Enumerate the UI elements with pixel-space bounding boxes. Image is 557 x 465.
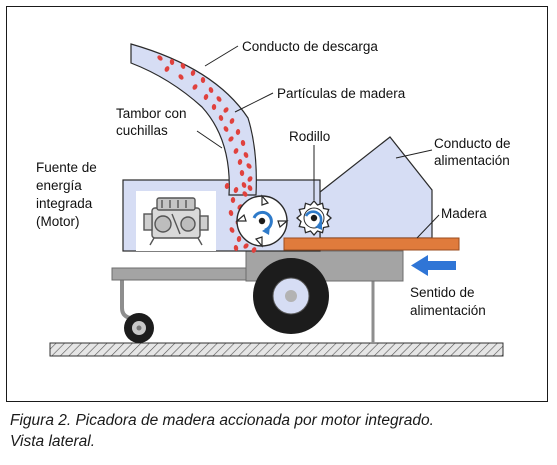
label-rodillo: Rodillo [289, 129, 330, 144]
wood-particle [241, 182, 247, 188]
figure-caption: Figura 2. Picadora de madera accionada p… [10, 410, 550, 452]
wood-particle [178, 74, 184, 80]
wood-particle [223, 107, 229, 113]
wood-particle [200, 77, 206, 83]
rotation-arrow-icon [252, 210, 273, 235]
wood-particle [240, 140, 246, 146]
caption-line-1: Figura 2. Picadora de madera accionada p… [10, 412, 434, 429]
wood-particle [229, 118, 235, 124]
rotation-arrow-icon [304, 210, 323, 230]
label-sentido-line2: alimentación [410, 303, 486, 318]
label-fuente-line2: energía [36, 178, 82, 193]
ground [49, 342, 504, 357]
main-wheel [253, 258, 329, 334]
label-conducto-alim-line1: Conducto de [434, 136, 511, 151]
wood-particle [190, 70, 196, 76]
leader-lines [196, 45, 440, 239]
wood-particles [157, 55, 257, 253]
wood-particle [247, 185, 253, 191]
wood-particle [157, 55, 163, 61]
engine-icon [136, 191, 216, 251]
wood-chipper-diagram: Conducto de descarga Partículas de mader… [36, 39, 511, 357]
wood-particle [229, 227, 235, 233]
wood-particle [235, 129, 241, 135]
wood-particle [237, 159, 243, 165]
wood-particle [218, 115, 224, 121]
label-fuente-line4: (Motor) [36, 214, 80, 229]
support-leg [120, 280, 134, 320]
label-particulas: Partículas de madera [277, 86, 406, 101]
wood-particle [203, 94, 209, 100]
wood-particle [216, 96, 222, 102]
wood-particle [192, 84, 198, 90]
wood-particle [223, 126, 229, 132]
wood-particle [164, 66, 170, 72]
label-tambor-line2: cuchillas [116, 123, 168, 138]
label-fuente-line3: integrada [36, 196, 93, 211]
label-fuente-line1: Fuente de [36, 160, 97, 175]
label-tambor-line1: Tambor con [116, 106, 187, 121]
wood-particle [243, 152, 249, 158]
wood-particle [230, 197, 236, 203]
wood-particle [224, 183, 230, 189]
wood-particle [247, 176, 253, 182]
wood-particle [180, 63, 186, 69]
wood-particle [228, 210, 234, 216]
wood-plank [283, 237, 460, 251]
feed-chute [319, 136, 433, 239]
wood-particle [243, 243, 249, 249]
wood-particle [233, 148, 239, 154]
jockey-wheel [124, 313, 154, 343]
label-sentido-line1: Sentido de [410, 285, 475, 300]
wood-particle [236, 236, 242, 242]
wood-particle [233, 245, 239, 251]
wood-particle [251, 247, 257, 253]
knife-drum [235, 194, 289, 248]
wood-particle [233, 187, 239, 193]
wood-particle [246, 163, 252, 169]
label-conducto-descarga: Conducto de descarga [242, 39, 378, 54]
label-conducto-alim-line2: alimentación [434, 153, 510, 168]
feed-direction-arrow-icon [411, 255, 456, 276]
wood-particle [228, 136, 234, 142]
wood-particle [169, 59, 175, 65]
wood-particle [208, 87, 214, 93]
wood-particle [211, 104, 217, 110]
label-madera: Madera [441, 206, 487, 221]
wood-particle [239, 170, 245, 176]
caption-line-2: Vista lateral. [10, 433, 96, 450]
wood-particle [242, 191, 248, 197]
